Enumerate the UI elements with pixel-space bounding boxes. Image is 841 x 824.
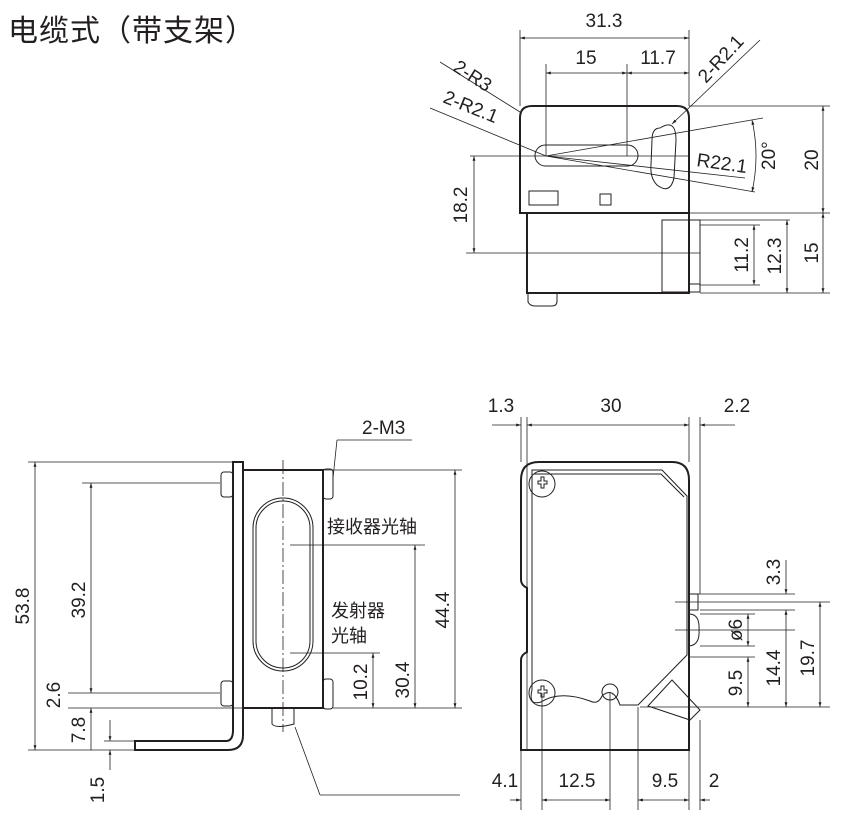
dim-top-offset: 3.3 (764, 559, 785, 585)
dim-hole-offset: 2.6 (44, 682, 65, 708)
side-view: 53.8 39.2 2.6 7.8 1.5 44.4 30.4 10.2 2-M… (13, 418, 462, 803)
bracket-outline (519, 105, 690, 214)
dim-right-gap: 2.2 (724, 396, 750, 417)
dim-foot-height: 7.8 (69, 717, 90, 743)
bottom-nub (527, 293, 558, 307)
callout-arc-slot-radius: 2-R2.1 (694, 31, 748, 87)
dim-hole-pitch: 39.2 (69, 582, 90, 619)
dim-slot-length: 15 (575, 48, 596, 69)
m3-screw-bottom (322, 678, 334, 710)
dim-height-lower: 15 (802, 242, 823, 263)
drawing-title: 电缆式（带支架） (8, 14, 256, 49)
label-emitter-axis-2: 光轴 (331, 626, 367, 647)
dim-connector-inner: 11.2 (732, 237, 753, 273)
cable-exit (647, 679, 701, 721)
dim-cable-gap: 2 (709, 771, 720, 792)
dim-lens-dia: ø6 (726, 619, 747, 641)
screw-top-icon (528, 470, 556, 498)
front-view: 1.3 30 2.2 4.1 12.5 9.5 2 3.3 ø6 9.5 14.… (488, 396, 830, 810)
tab (599, 193, 612, 206)
straight-slot (534, 144, 639, 167)
callout-slot-radius: 2-R2.1 (440, 87, 501, 128)
dim-cable-x: 9.5 (652, 771, 678, 792)
dim-hole-x: 12.5 (559, 771, 596, 792)
label-receiver-axis: 接收器光轴 (327, 517, 417, 538)
connector (661, 219, 701, 293)
sensor-housing (520, 461, 690, 751)
top-view: 31.3 15 11.7 20 15 12.3 11.2 18.2 2-R3 2… (429, 11, 830, 307)
hex-nut (528, 190, 559, 206)
dim-lens-height: 9.5 (726, 670, 747, 696)
dim-screw-x: 4.1 (492, 771, 518, 792)
m3-screw-top (322, 468, 334, 500)
dim-emitter-axis: 10.2 (351, 664, 372, 701)
cable-stub (271, 708, 295, 727)
callout-angle: 20° (759, 141, 780, 170)
dim-lens-center: 14.4 (764, 649, 785, 686)
dim-connector-outer: 12.3 (765, 238, 786, 275)
dim-height-upper: 20 (802, 149, 823, 170)
dim-plate-thickness: 1.5 (88, 777, 109, 803)
mounting-bracket (134, 461, 244, 751)
dim-slot-offset: 11.7 (640, 48, 676, 69)
label-emitter-axis-1: 发射器 (331, 601, 385, 622)
dim-overall-width: 31.3 (586, 11, 623, 32)
dim-body-height: 44.4 (433, 591, 454, 628)
dim-width: 30 (600, 396, 621, 417)
front-panel-border (530, 469, 688, 706)
callout-arc-radius: R22.1 (695, 150, 748, 178)
dim-axis-height: 18.2 (451, 187, 472, 224)
dim-left-gap: 1.3 (488, 396, 514, 417)
bracket-screw-top (220, 471, 234, 498)
callout-m3-screws: 2-M3 (362, 418, 405, 439)
dim-overall-height: 53.8 (13, 588, 34, 625)
dim-total-height: 19.7 (798, 640, 819, 677)
dim-receiver-axis: 30.4 (393, 661, 414, 698)
arc-slot (650, 124, 677, 190)
bracket-screw-bottom (220, 680, 234, 707)
